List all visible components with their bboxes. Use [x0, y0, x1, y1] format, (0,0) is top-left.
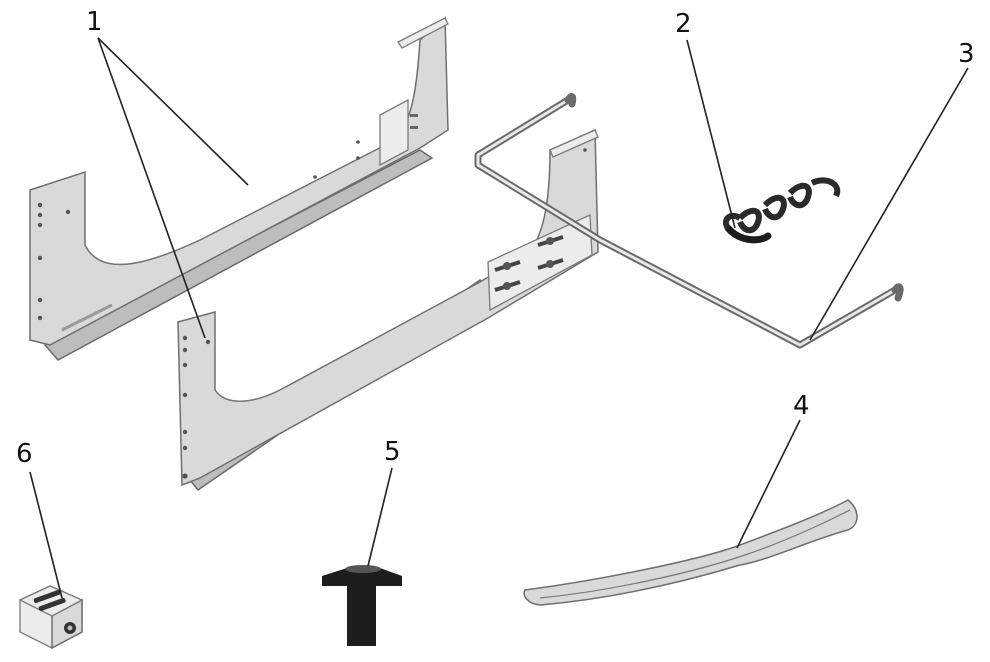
leader-1b	[97, 37, 206, 339]
callout-4: 4	[793, 391, 810, 421]
leader-2	[686, 39, 736, 229]
leader-3	[809, 67, 969, 341]
front-mounting-rail	[177, 128, 599, 492]
leader-4	[736, 419, 801, 549]
leader-5	[367, 467, 393, 567]
tee-screw	[322, 565, 402, 646]
callout-3: 3	[958, 39, 975, 69]
callout-labels: 1 2 3 4 5 6	[16, 7, 975, 469]
callout-2: 2	[675, 9, 692, 39]
leader-6	[29, 471, 63, 599]
rail-bolts	[494, 235, 564, 292]
rear-mounting-rail	[29, 16, 449, 361]
callout-5: 5	[384, 437, 401, 467]
bezel-strip	[523, 499, 858, 606]
leader-lines	[29, 37, 969, 599]
spring-clips	[722, 177, 841, 244]
leader-1a	[97, 37, 249, 186]
wire-bracket	[474, 93, 904, 349]
callout-1: 1	[86, 7, 103, 37]
callout-6: 6	[16, 439, 33, 469]
cage-nut	[18, 585, 84, 650]
